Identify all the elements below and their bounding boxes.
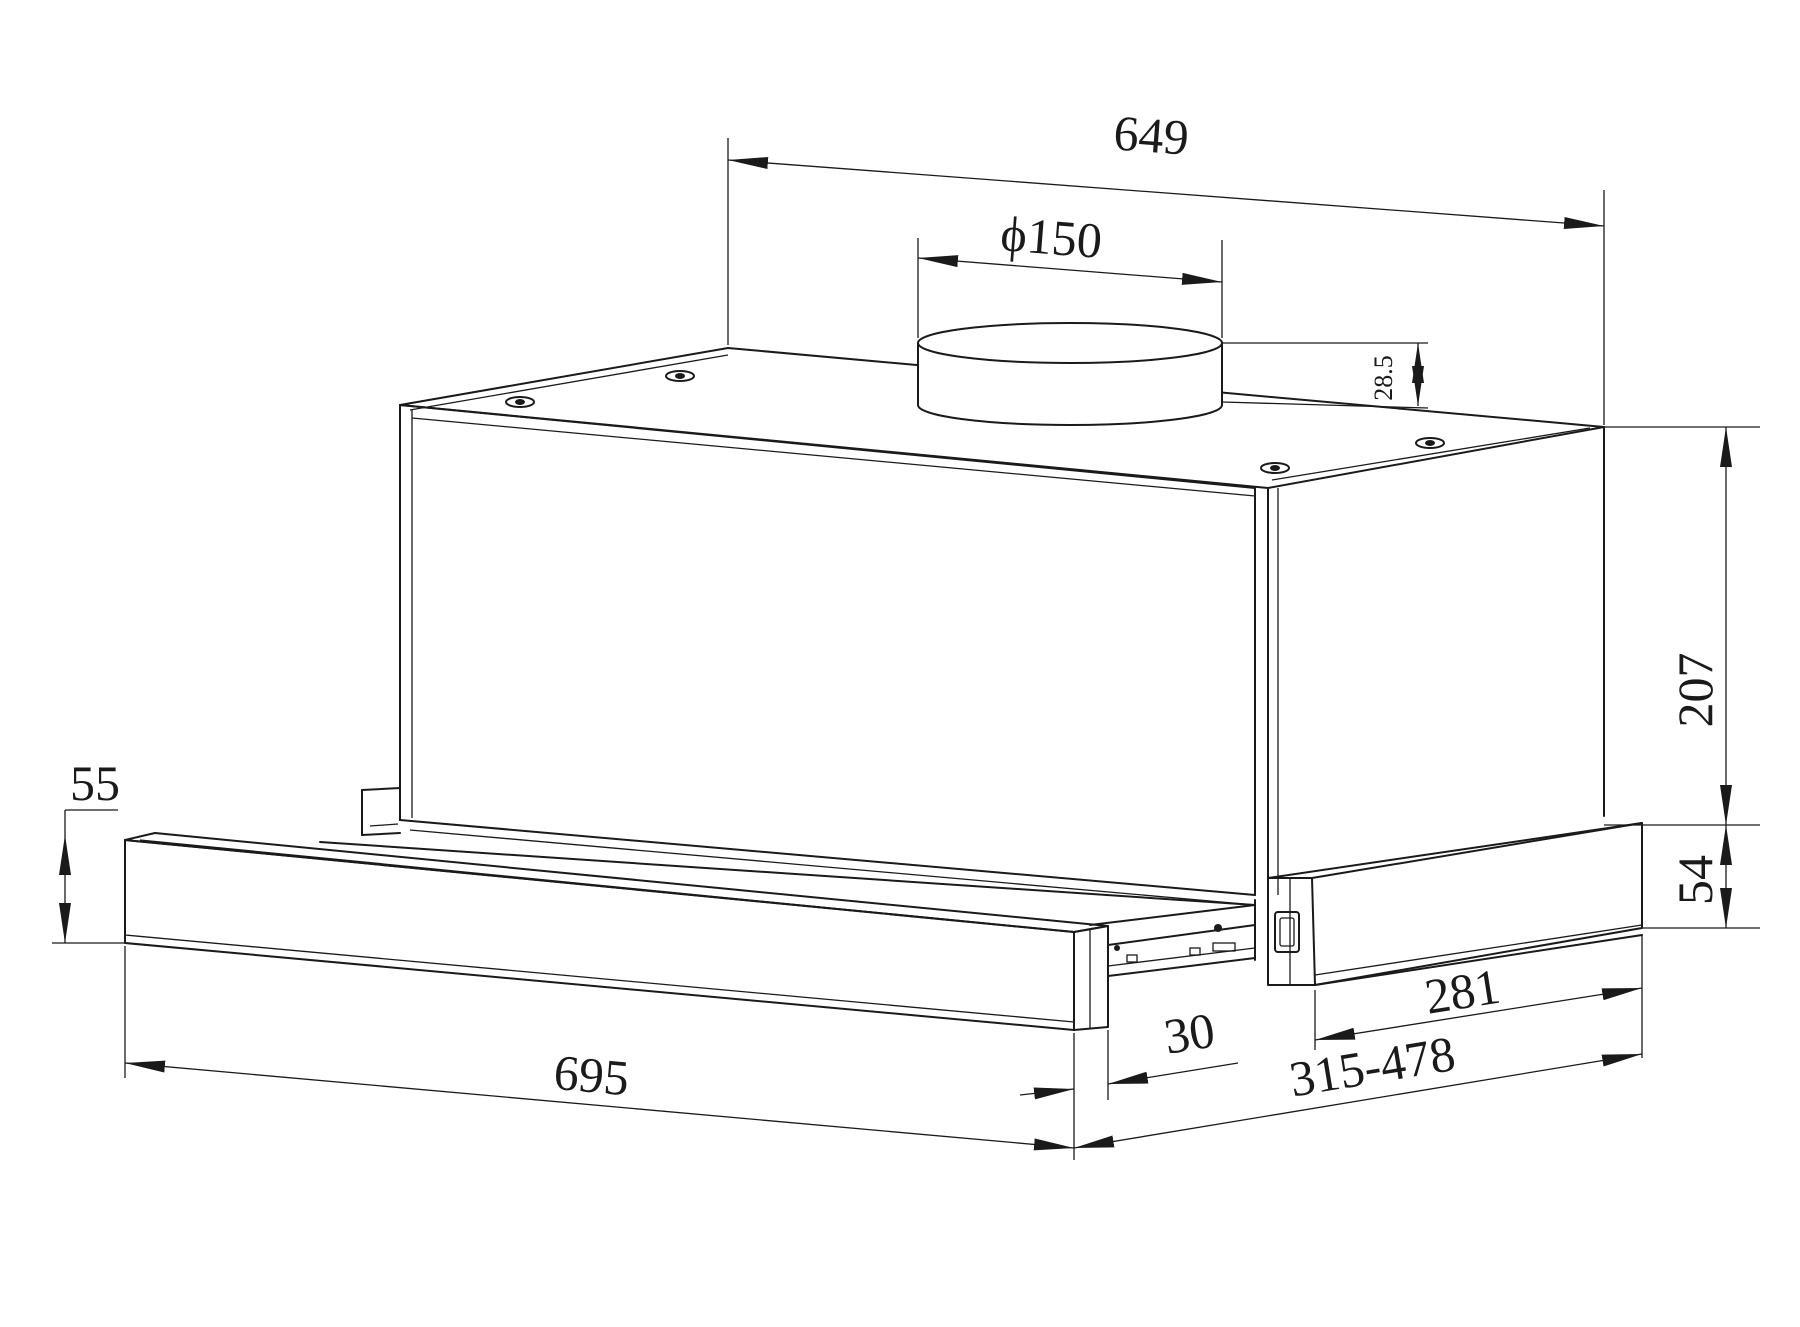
dimension-panel-depth: 30 bbox=[1019, 1002, 1239, 1100]
sliding-drawer bbox=[319, 841, 1256, 977]
side-panel bbox=[1267, 822, 1643, 986]
duct-collar bbox=[917, 322, 1223, 426]
dimension-duct-diameter: ϕ150 bbox=[917, 205, 1223, 338]
label-315-478: 315-478 bbox=[1285, 1025, 1459, 1107]
left-bracket bbox=[361, 787, 401, 836]
label-695: 695 bbox=[552, 1044, 632, 1106]
hood-body bbox=[399, 322, 1605, 906]
dimension-side-panel-height: 54 bbox=[1642, 825, 1760, 929]
dimension-body-height: 207 bbox=[1604, 426, 1760, 826]
label-54: 54 bbox=[1667, 855, 1723, 905]
label-28-5: 28.5 bbox=[1369, 355, 1398, 401]
label-duct-diameter: ϕ150 bbox=[999, 205, 1104, 269]
label-649: 649 bbox=[1112, 104, 1191, 165]
control-switch-icon bbox=[1274, 911, 1300, 953]
label-281: 281 bbox=[1421, 958, 1504, 1025]
dimension-duct-height: 28.5 bbox=[1221, 342, 1429, 409]
dimension-side-depth: 281 bbox=[1314, 935, 1643, 1058]
label-55: 55 bbox=[70, 755, 120, 811]
label-207: 207 bbox=[1667, 653, 1723, 728]
front-panel bbox=[124, 832, 1109, 1031]
label-30: 30 bbox=[1160, 1002, 1218, 1065]
body-front-top-edge bbox=[399, 404, 1256, 489]
dimension-front-panel-height: 55 bbox=[52, 755, 125, 944]
mounting-holes bbox=[505, 370, 1445, 474]
dimension-extension-range: 315-478 bbox=[1073, 1025, 1643, 1149]
dimension-width-top: 649 bbox=[727, 104, 1605, 425]
